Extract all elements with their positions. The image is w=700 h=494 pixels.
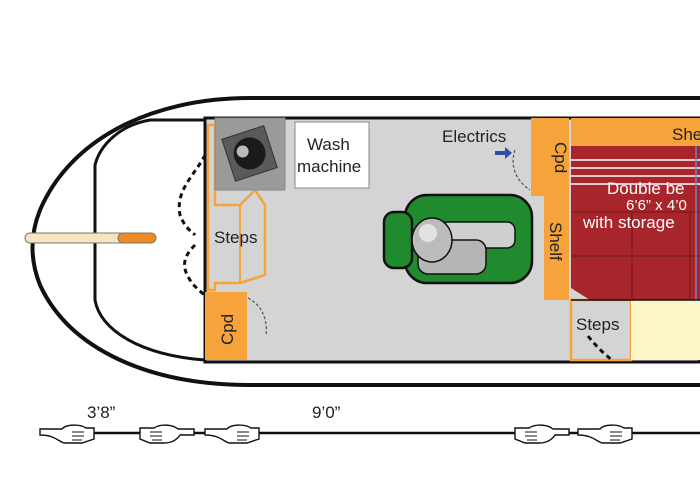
washing-machine-drum [221, 125, 278, 182]
bow-fender [24, 232, 126, 244]
pointing-hand-icon [514, 424, 570, 444]
bow-door-bottom [183, 243, 207, 297]
cupboard-left-door-swing [247, 297, 267, 337]
pointing-hand-icon [204, 424, 260, 444]
shelf-vertical [544, 196, 569, 300]
bed-mattress-lines [571, 159, 700, 185]
pointing-hand-icon [39, 424, 95, 444]
steps-right-door [586, 335, 613, 362]
wash-machine-label-box [294, 121, 370, 189]
bed-label-line2: 6’6” x 4’0 [626, 197, 687, 214]
cupboard-left [205, 292, 247, 360]
electrics-door-swing [512, 149, 531, 191]
bow-fender-tip [117, 232, 157, 244]
dimension-main-label: 9’0” [312, 403, 341, 422]
electrics-label: Electrics [442, 127, 506, 146]
bed-storage-grid [571, 211, 700, 300]
steps-left-label: Steps [214, 228, 257, 247]
stove-pot-highlight [419, 224, 437, 242]
wash-machine-label-line2: machine [297, 157, 361, 176]
steps-left-outline [206, 123, 267, 292]
bow-door-top [177, 154, 207, 237]
dimension-front-label: 3’8” [87, 403, 116, 422]
cupboard-right [531, 118, 569, 196]
bow-deck-outline [93, 118, 206, 362]
wash-machine-label-line1: Wash [307, 135, 350, 154]
electrics-arrow-icon [495, 147, 512, 159]
pointing-hand-icon [139, 424, 195, 444]
shelf-top [571, 118, 700, 146]
pointing-hand-icon [577, 424, 633, 444]
bed-label-line1: Double be [607, 179, 685, 198]
steps-right-label: Steps [576, 315, 619, 334]
bed-lower-area [631, 300, 700, 360]
bed-label-line3: with storage [582, 213, 675, 232]
shelf-vertical-label: Shelf [546, 222, 565, 261]
stove-side [382, 210, 414, 270]
cupboard-right-label: Cpd [551, 142, 570, 173]
cupboard-left-label: Cpd [218, 314, 237, 345]
shelf-top-label: She [672, 125, 700, 144]
